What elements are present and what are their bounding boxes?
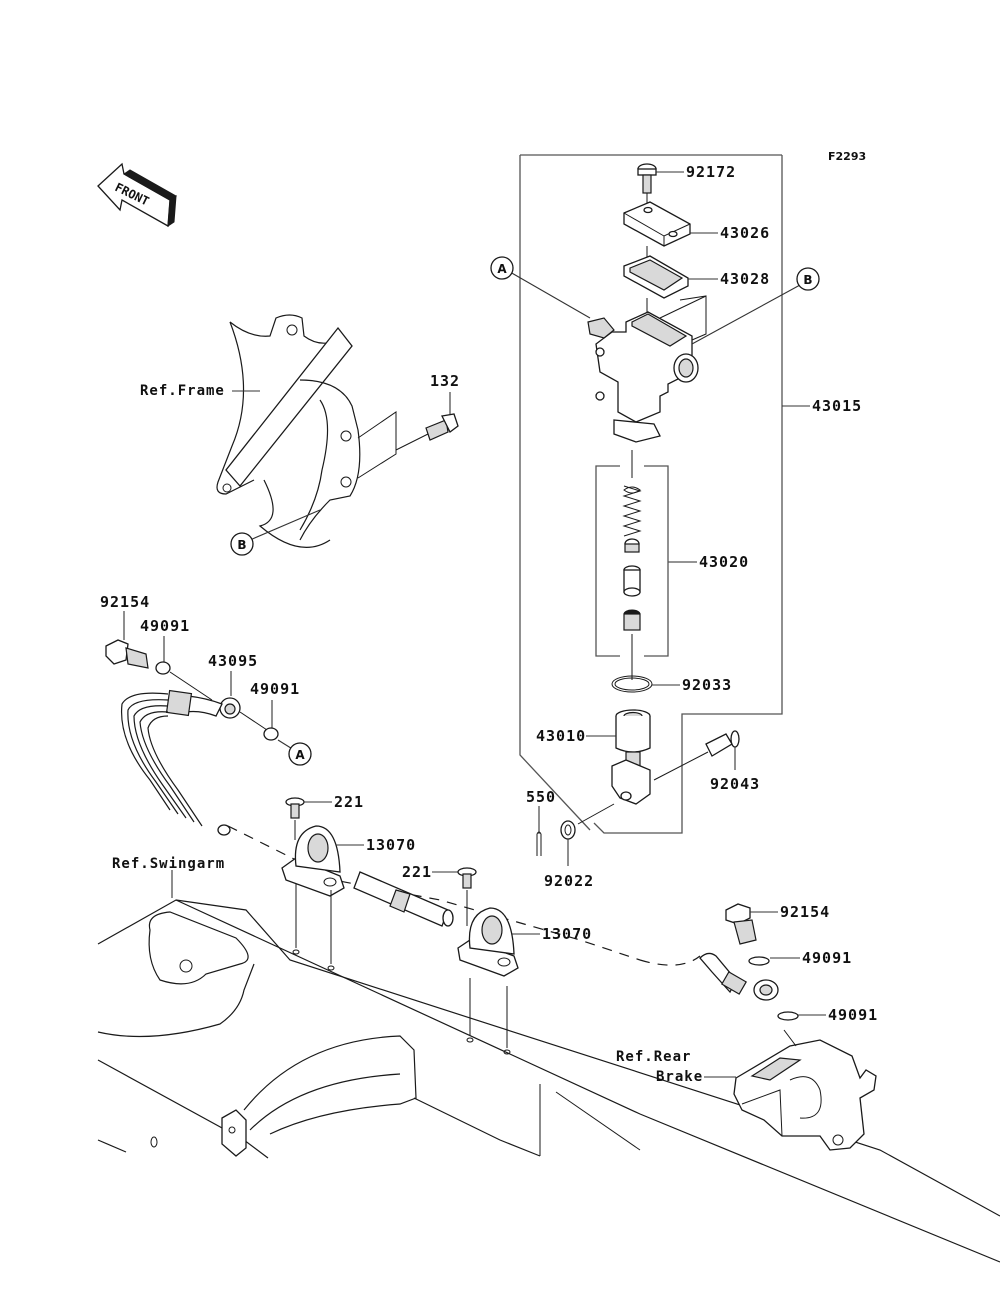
washer-49091-right-1 [748,956,800,966]
piston-kit-43020 [595,450,697,680]
circlip-92033 [611,675,680,693]
part-label-49091-right-1: 49091 [802,949,852,967]
banjo-bolt-92154-right [725,903,778,945]
frame-reference-drawing [216,314,397,548]
banjo-bolt-92154-left [105,611,149,669]
part-label-221-2: 221 [402,863,432,881]
figure-id: F2293 [828,150,866,163]
callout-b-top: B [803,273,812,287]
clamp-13070-2 [457,907,540,1055]
part-label-92043: 92043 [710,775,760,793]
callout-b-frame: B [237,538,246,552]
swingarm-reference-drawing [97,899,1000,1263]
ref-frame-label: Ref.Frame [140,383,225,399]
ref-rear-brake-label-2: Brake [656,1069,703,1085]
bolt-132 [395,392,459,451]
part-label-49091-left-1: 49091 [140,617,190,635]
part-label-43010: 43010 [536,727,586,745]
part-label-43028: 43028 [720,270,770,288]
part-label-92154-right: 92154 [780,903,830,921]
master-cylinder-body [587,295,707,443]
callout-a-top: A [497,262,507,276]
part-label-13070-2: 13070 [542,925,592,943]
callout-circle-a-hose [288,742,312,766]
part-label-550: 550 [526,788,556,806]
guide-tube [353,871,454,927]
part-label-43020: 43020 [699,553,749,571]
assembly-bracket-43015 [519,154,810,834]
callout-circle-b-top [796,267,820,291]
callout-a-hose: A [295,748,305,762]
washer-49091-left-2 [263,700,279,741]
front-arrow-icon: FRONT [97,162,177,228]
part-label-92033: 92033 [682,676,732,694]
callout-circle-a-top [490,256,514,280]
part-label-43095: 43095 [208,652,258,670]
part-label-43026: 43026 [720,224,770,242]
reservoir-cap-43026 [623,201,718,247]
cotter-pin-550 [536,806,542,856]
callout-circle-b-frame [230,532,254,556]
part-label-49091-left-2: 49091 [250,680,300,698]
part-label-49091-right-2: 49091 [828,1006,878,1024]
push-rod-43010 [586,709,651,805]
screw-221-2 [432,867,477,926]
brake-hose-right [699,952,779,1001]
part-label-92154-left: 92154 [100,593,150,611]
washer-49091-left-1 [155,636,213,701]
pin-92043 [653,730,740,781]
part-label-221-1: 221 [334,793,364,811]
diaphragm-43028 [623,255,718,299]
clamp-13070-1 [281,825,364,971]
washer-49091-right-2 [777,1011,826,1021]
part-label-43015: 43015 [812,397,862,415]
washer-92022 [560,803,615,866]
bolt-92172 [637,163,684,194]
part-label-92022: 92022 [544,872,594,890]
ref-swingarm-label: Ref.Swingarm [112,856,225,872]
part-label-132: 132 [430,372,460,390]
ref-rear-brake-label-1: Ref.Rear [616,1049,691,1065]
brake-hose-43095 [120,671,277,836]
rear-brake-caliper-drawing [733,1029,877,1151]
part-label-13070-1: 13070 [366,836,416,854]
part-label-92172: 92172 [686,163,736,181]
screw-221-1 [285,797,332,840]
